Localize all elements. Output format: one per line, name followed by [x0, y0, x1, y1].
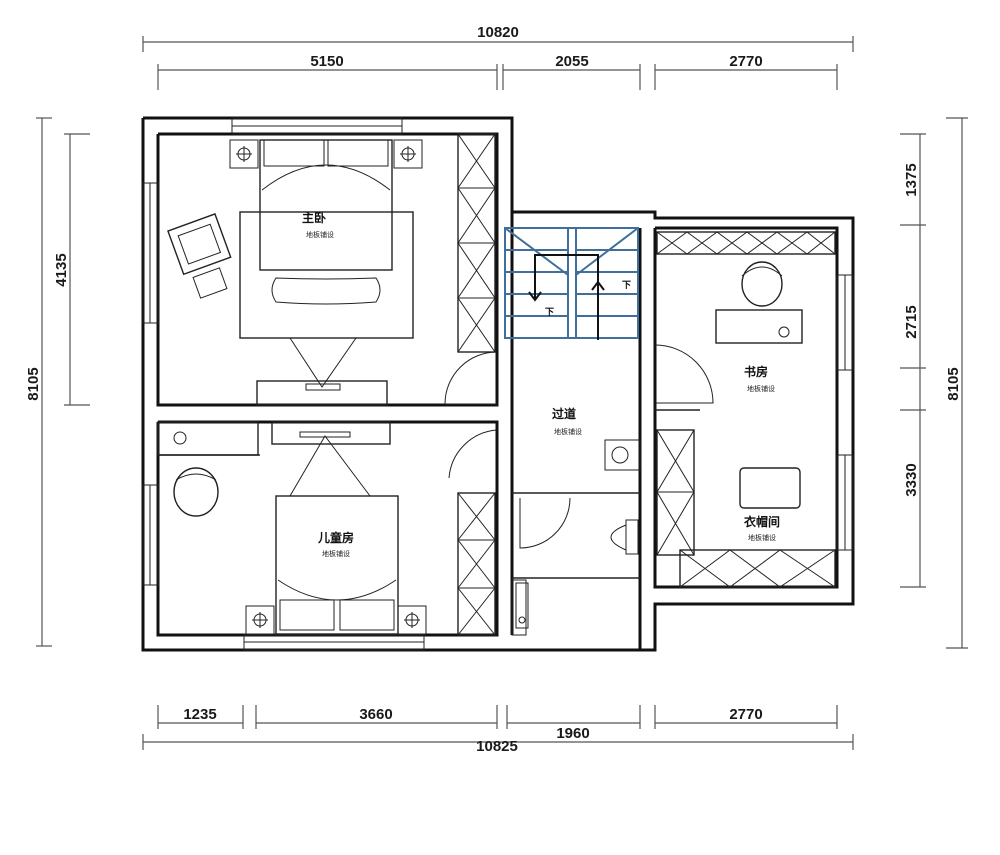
staircase: 下 下: [504, 227, 639, 340]
stair-mark-down-2: 下: [622, 280, 631, 291]
master-bedroom: 主卧 地板铺设: [167, 133, 496, 406]
dim-bottom-1: 1235: [183, 706, 216, 723]
dim-left-1: 4135: [53, 253, 70, 286]
left-dimensions: 8105 4135: [25, 117, 90, 647]
kids-room: 儿童房 地板铺设: [157, 421, 496, 636]
room-label-master-bedroom: 主卧: [302, 210, 326, 225]
study: 书房 地板铺设: [656, 231, 836, 393]
dim-top-total: 10820: [477, 24, 519, 41]
dim-right-1: 1375: [903, 163, 920, 196]
room-label-corridor: 过道: [552, 406, 576, 421]
floor-note-master-bedroom: 地板铺设: [306, 230, 334, 239]
stair-mark-down-1: 下: [545, 307, 554, 318]
dim-bottom-3: 1960: [556, 725, 589, 742]
floor-note-corridor: 地板铺设: [554, 427, 582, 436]
dim-bottom-2: 3660: [359, 706, 392, 723]
dim-top-1: 5150: [310, 53, 343, 70]
dim-right-3: 3330: [903, 463, 920, 496]
dim-left-total: 8105: [25, 367, 42, 400]
dim-bottom-total: 10825: [476, 738, 518, 755]
right-dimensions: 8105 1375 2715 3330: [900, 117, 968, 649]
dim-top-3: 2770: [729, 53, 762, 70]
bathroom: [515, 519, 639, 629]
room-label-kids-room: 儿童房: [317, 530, 354, 545]
walls: [141, 116, 855, 652]
dim-top-2: 2055: [555, 53, 588, 70]
bottom-dimensions: 1235 3660 1960 2770 10825: [142, 705, 854, 755]
floor-note-study: 地板铺设: [747, 384, 775, 393]
room-label-study: 书房: [744, 364, 768, 379]
windows: [142, 117, 854, 651]
top-dimensions: 10820 5150 2055 2770: [142, 24, 854, 90]
room-label-walk-in-closet: 衣帽间: [744, 514, 780, 529]
dim-right-total: 8105: [945, 367, 962, 400]
dim-right-2: 2715: [903, 305, 920, 338]
dim-bottom-4: 2770: [729, 706, 762, 723]
floor-note-kids-room: 地板铺设: [322, 549, 350, 558]
walk-in-closet: 衣帽间 地板铺设: [656, 429, 836, 588]
floor-note-walk-in-closet: 地板铺设: [748, 533, 776, 542]
corridor: 过道 地板铺设: [444, 344, 714, 549]
